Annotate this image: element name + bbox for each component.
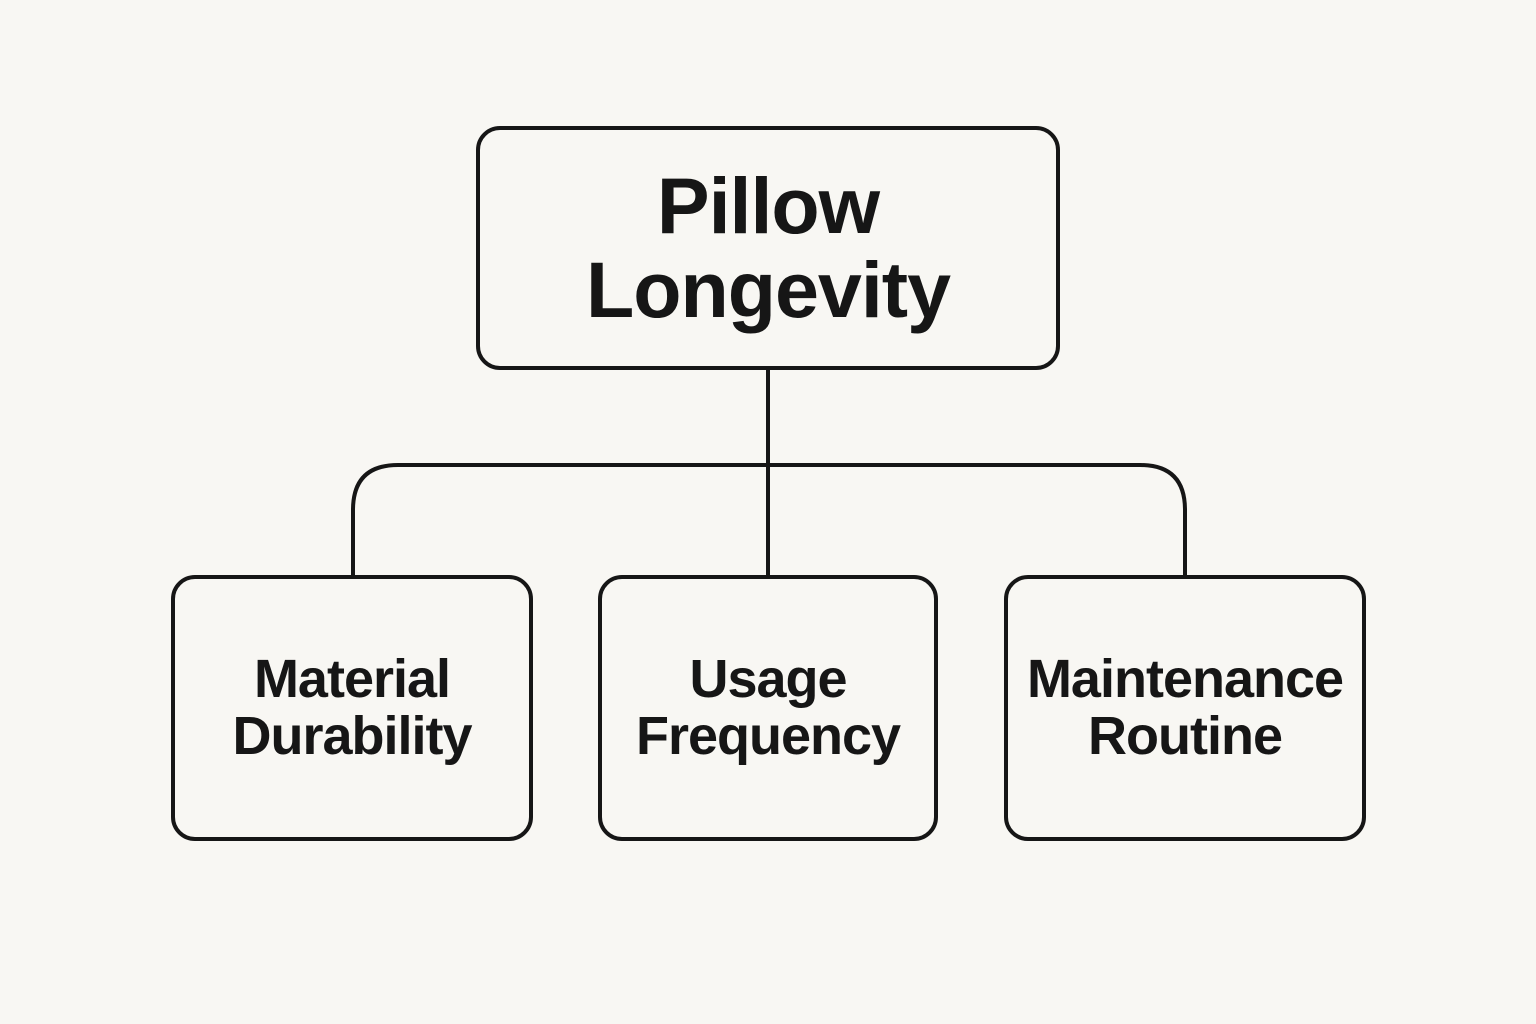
usage-frequency-node: Usage Frequency (598, 575, 938, 841)
usage-frequency-node-line-1: Usage (689, 649, 847, 709)
root-node-title-line-1: Pillow (656, 161, 880, 250)
material-durability-node-line-2: Durability (232, 706, 472, 766)
material-durability-node: Material Durability (171, 575, 533, 841)
root-node-title-line-2: Longevity (585, 245, 951, 334)
maintenance-routine-node-line-1: Maintenance (1026, 649, 1344, 709)
material-durability-node-line-1: Material (253, 649, 451, 709)
maintenance-routine-node-line-2: Routine (1088, 706, 1283, 766)
horizontal-branch-connector (351, 463, 1187, 577)
maintenance-routine-node: Maintenance Routine (1004, 575, 1366, 841)
usage-frequency-node-line-2: Frequency (635, 706, 901, 766)
root-node: Pillow Longevity (476, 126, 1060, 370)
